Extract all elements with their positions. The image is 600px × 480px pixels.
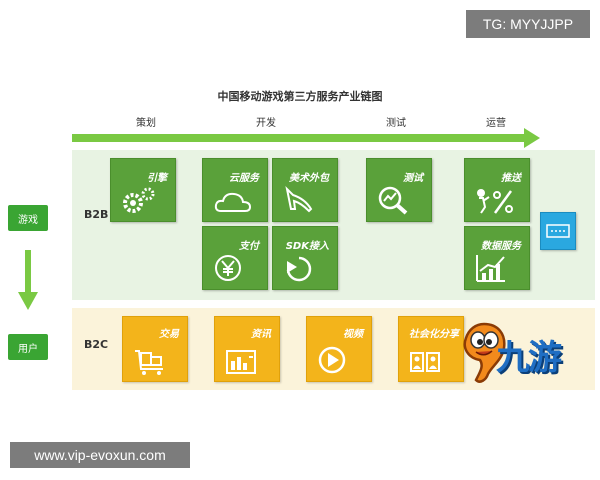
phase-development: 开发 [256, 118, 276, 129]
tile-video: 视频 [306, 316, 372, 382]
tile-art-label: 美术外包 [289, 173, 329, 184]
phase-operations: 运营 [486, 118, 506, 129]
timeline-arrow [72, 128, 540, 148]
tile-engine-label: 引擎 [147, 173, 167, 184]
gears-icon [123, 187, 155, 213]
diagram-title: 中国移动游戏第三方服务产业链图 [217, 90, 383, 103]
news-icon [226, 350, 256, 374]
tile-social-label: 社会化分享 [409, 329, 459, 340]
tile-trade: 交易 [122, 316, 188, 382]
tile-video-label: 视频 [343, 329, 363, 340]
watermark-top: TG: MYYJJPP [466, 10, 590, 38]
bar-chart-icon [476, 255, 505, 282]
tile-social: 社会化分享 [398, 316, 464, 382]
tile-info: 资讯 [214, 316, 280, 382]
mobile-device-icon [540, 212, 576, 250]
tile-sdk: SDK接入 [272, 226, 338, 290]
tile-art: 美术外包 [272, 158, 338, 222]
tile-push: 推送 [464, 158, 530, 222]
tile-sdk-label: SDK接入 [285, 241, 329, 252]
play-icon [318, 346, 346, 374]
tile-pay: 支付 [202, 226, 268, 290]
user-label: 用户 [8, 334, 48, 360]
phase-testing: 测试 [386, 118, 406, 129]
b2c-label: B2C [84, 338, 109, 351]
logo-text: 九游 [496, 338, 562, 378]
tile-cloud-label: 云服务 [229, 173, 259, 184]
connect-icon [286, 256, 312, 282]
tile-info-label: 资讯 [251, 329, 271, 340]
down-arrow-icon [18, 250, 38, 310]
game-label: 游戏 [8, 205, 48, 231]
tile-cloud: 云服务 [202, 158, 268, 222]
watermark-bottom: www.vip-evoxun.com [10, 442, 190, 468]
cloud-icon [214, 192, 252, 212]
phase-planning: 策划 [136, 118, 156, 129]
b2b-label: B2B [84, 208, 109, 221]
magnifier-chart-icon [378, 186, 408, 215]
percent-icon [477, 189, 513, 214]
tile-push-label: 推送 [501, 173, 521, 184]
cart-icon [135, 350, 163, 375]
tile-engine: 引擎 [110, 158, 176, 222]
mascot-logo [463, 322, 506, 383]
tile-test-label: 测试 [403, 173, 423, 184]
tile-test: 测试 [366, 158, 432, 222]
yen-coin-icon [215, 255, 241, 281]
share-people-icon [410, 352, 440, 372]
tile-trade-label: 交易 [159, 329, 179, 340]
tile-data: 数据服务 [464, 226, 530, 290]
tile-pay-label: 支付 [239, 241, 259, 252]
screen-icon [546, 224, 570, 238]
high-heel-icon [285, 185, 313, 213]
tile-data-label: 数据服务 [481, 241, 521, 252]
